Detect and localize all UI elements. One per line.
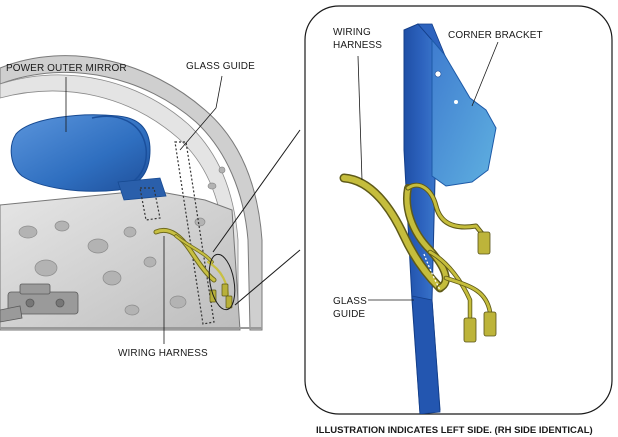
label-wiring-harness-detail-line1: WIRING (332, 27, 372, 39)
label-glass-guide-detail-line1: GLASS (332, 296, 368, 308)
label-power-outer-mirror: POWER OUTER MIRROR (6, 63, 127, 74)
wiring-harness-left (153, 228, 230, 300)
label-wiring-harness-detail-line2: HARNESS (332, 40, 384, 52)
detail-frame (304, 5, 613, 415)
leader-lines-left (65, 75, 223, 344)
illustration-caption: ILLUSTRATION INDICATES LEFT SIDE. (RH SI… (316, 425, 593, 436)
wiring-harness-detail (339, 173, 493, 323)
door-assembly (0, 55, 263, 331)
power-outer-mirror (10, 114, 167, 201)
harness-connectors-detail (463, 231, 497, 343)
label-glass-guide: GLASS GUIDE (186, 61, 255, 72)
label-corner-bracket: CORNER BRACKET (447, 30, 544, 42)
label-wiring-harness: WIRING HARNESS (118, 348, 208, 359)
magnify-lines (208, 129, 301, 311)
label-glass-guide-detail-line2: GUIDE (332, 309, 367, 321)
detail-view (339, 23, 499, 414)
glass-guide-left (139, 141, 215, 325)
leader-lines-detail (357, 41, 499, 301)
